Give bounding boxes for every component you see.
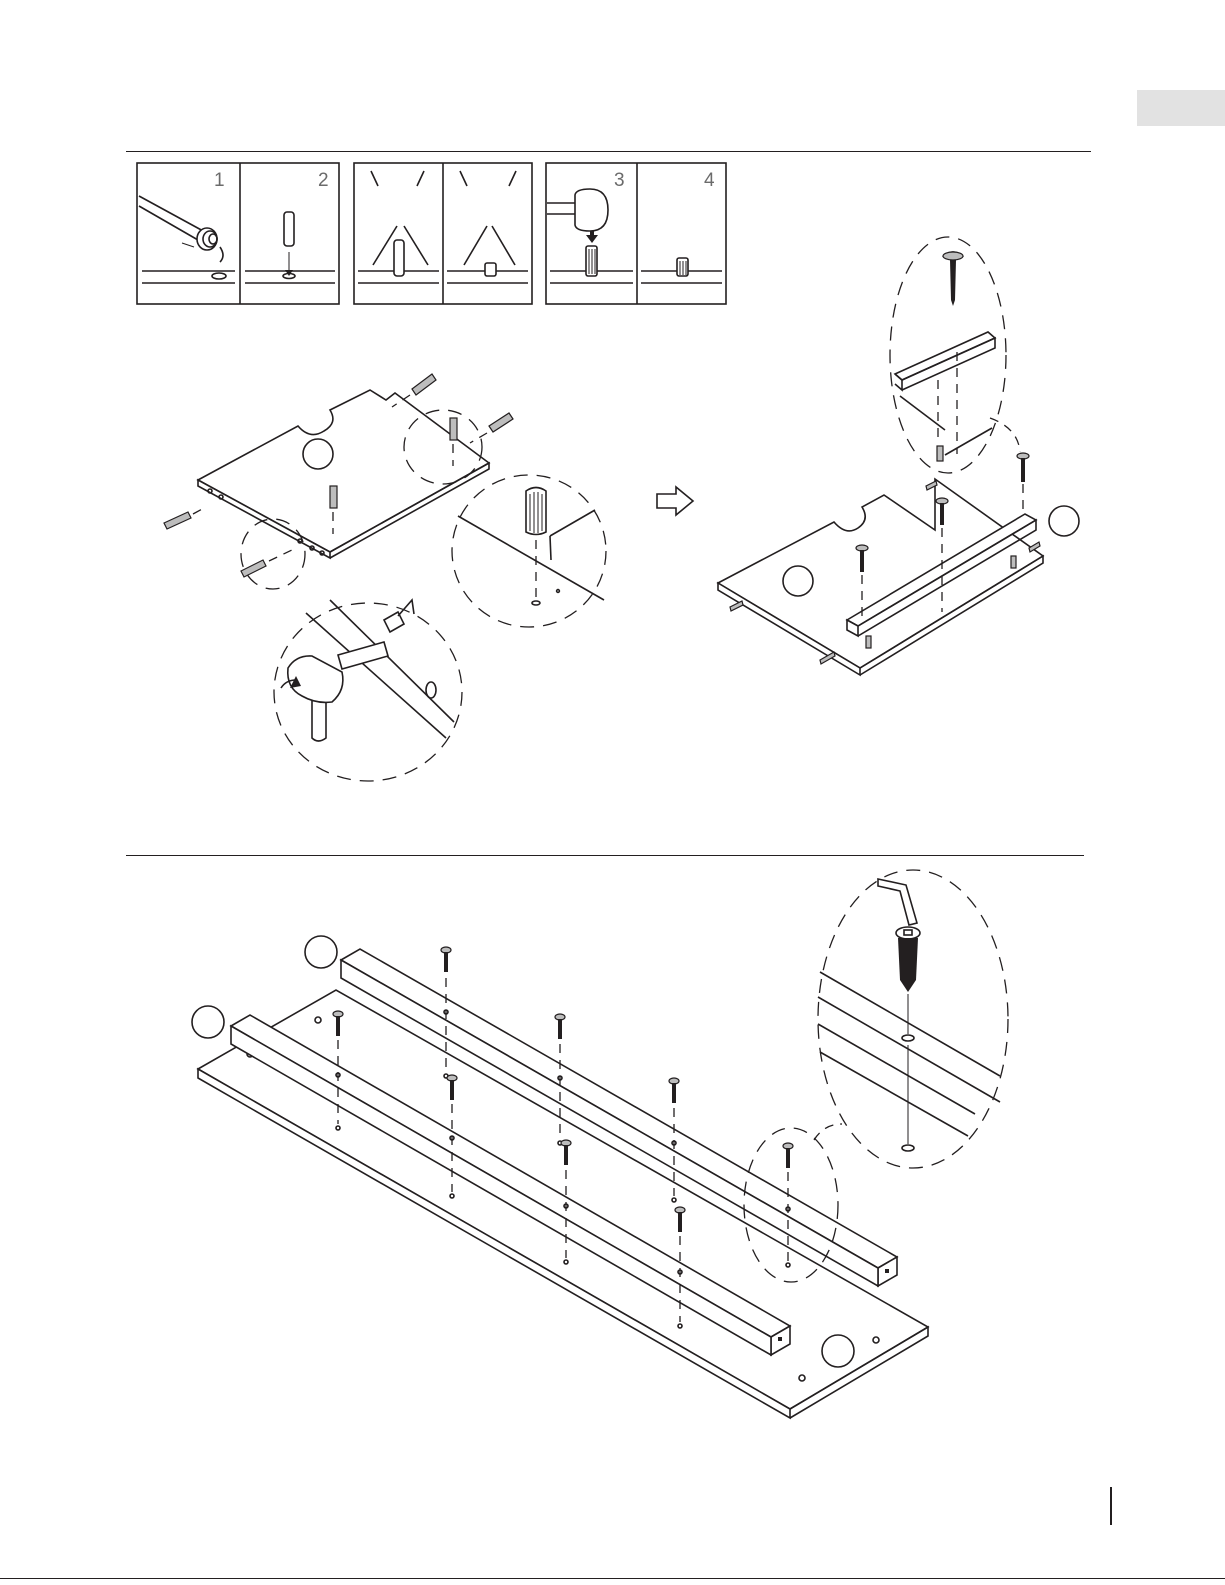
panel-with-dowels — [164, 374, 606, 781]
step-panel-number: 4 — [704, 170, 715, 191]
part-label-circle — [192, 1006, 224, 1038]
glue-steps-strip: 1 2 3 4 — [137, 163, 726, 304]
wrong-dowel-icon — [371, 171, 428, 276]
part-label-circle — [303, 439, 333, 469]
part-label-circle — [783, 566, 813, 596]
step-panel-number: 3 — [614, 170, 625, 191]
glue-bottle-icon — [139, 196, 226, 279]
dowel-icon — [283, 212, 295, 279]
dowel — [164, 507, 206, 529]
dowel-detail-icon — [458, 488, 604, 606]
step-panel-number: 2 — [318, 170, 329, 191]
part-label-circle — [305, 936, 337, 968]
step-panel-number: 1 — [214, 170, 225, 191]
screw-detail-icon — [895, 252, 995, 461]
wrong-dowel-short-icon — [460, 171, 516, 276]
mallet-icon — [547, 189, 608, 276]
dowel — [241, 549, 294, 577]
screw — [1017, 453, 1029, 512]
board-with-rails — [192, 870, 1008, 1418]
next-arrow-icon — [657, 487, 693, 515]
hammer-detail-icon — [281, 600, 454, 741]
part-label-circle — [1049, 506, 1079, 536]
part-label-circle — [822, 1335, 854, 1367]
allen-key-screw-detail-icon — [818, 879, 1000, 1151]
dowel-seated-icon — [677, 258, 688, 276]
panel-with-rail — [718, 237, 1079, 675]
